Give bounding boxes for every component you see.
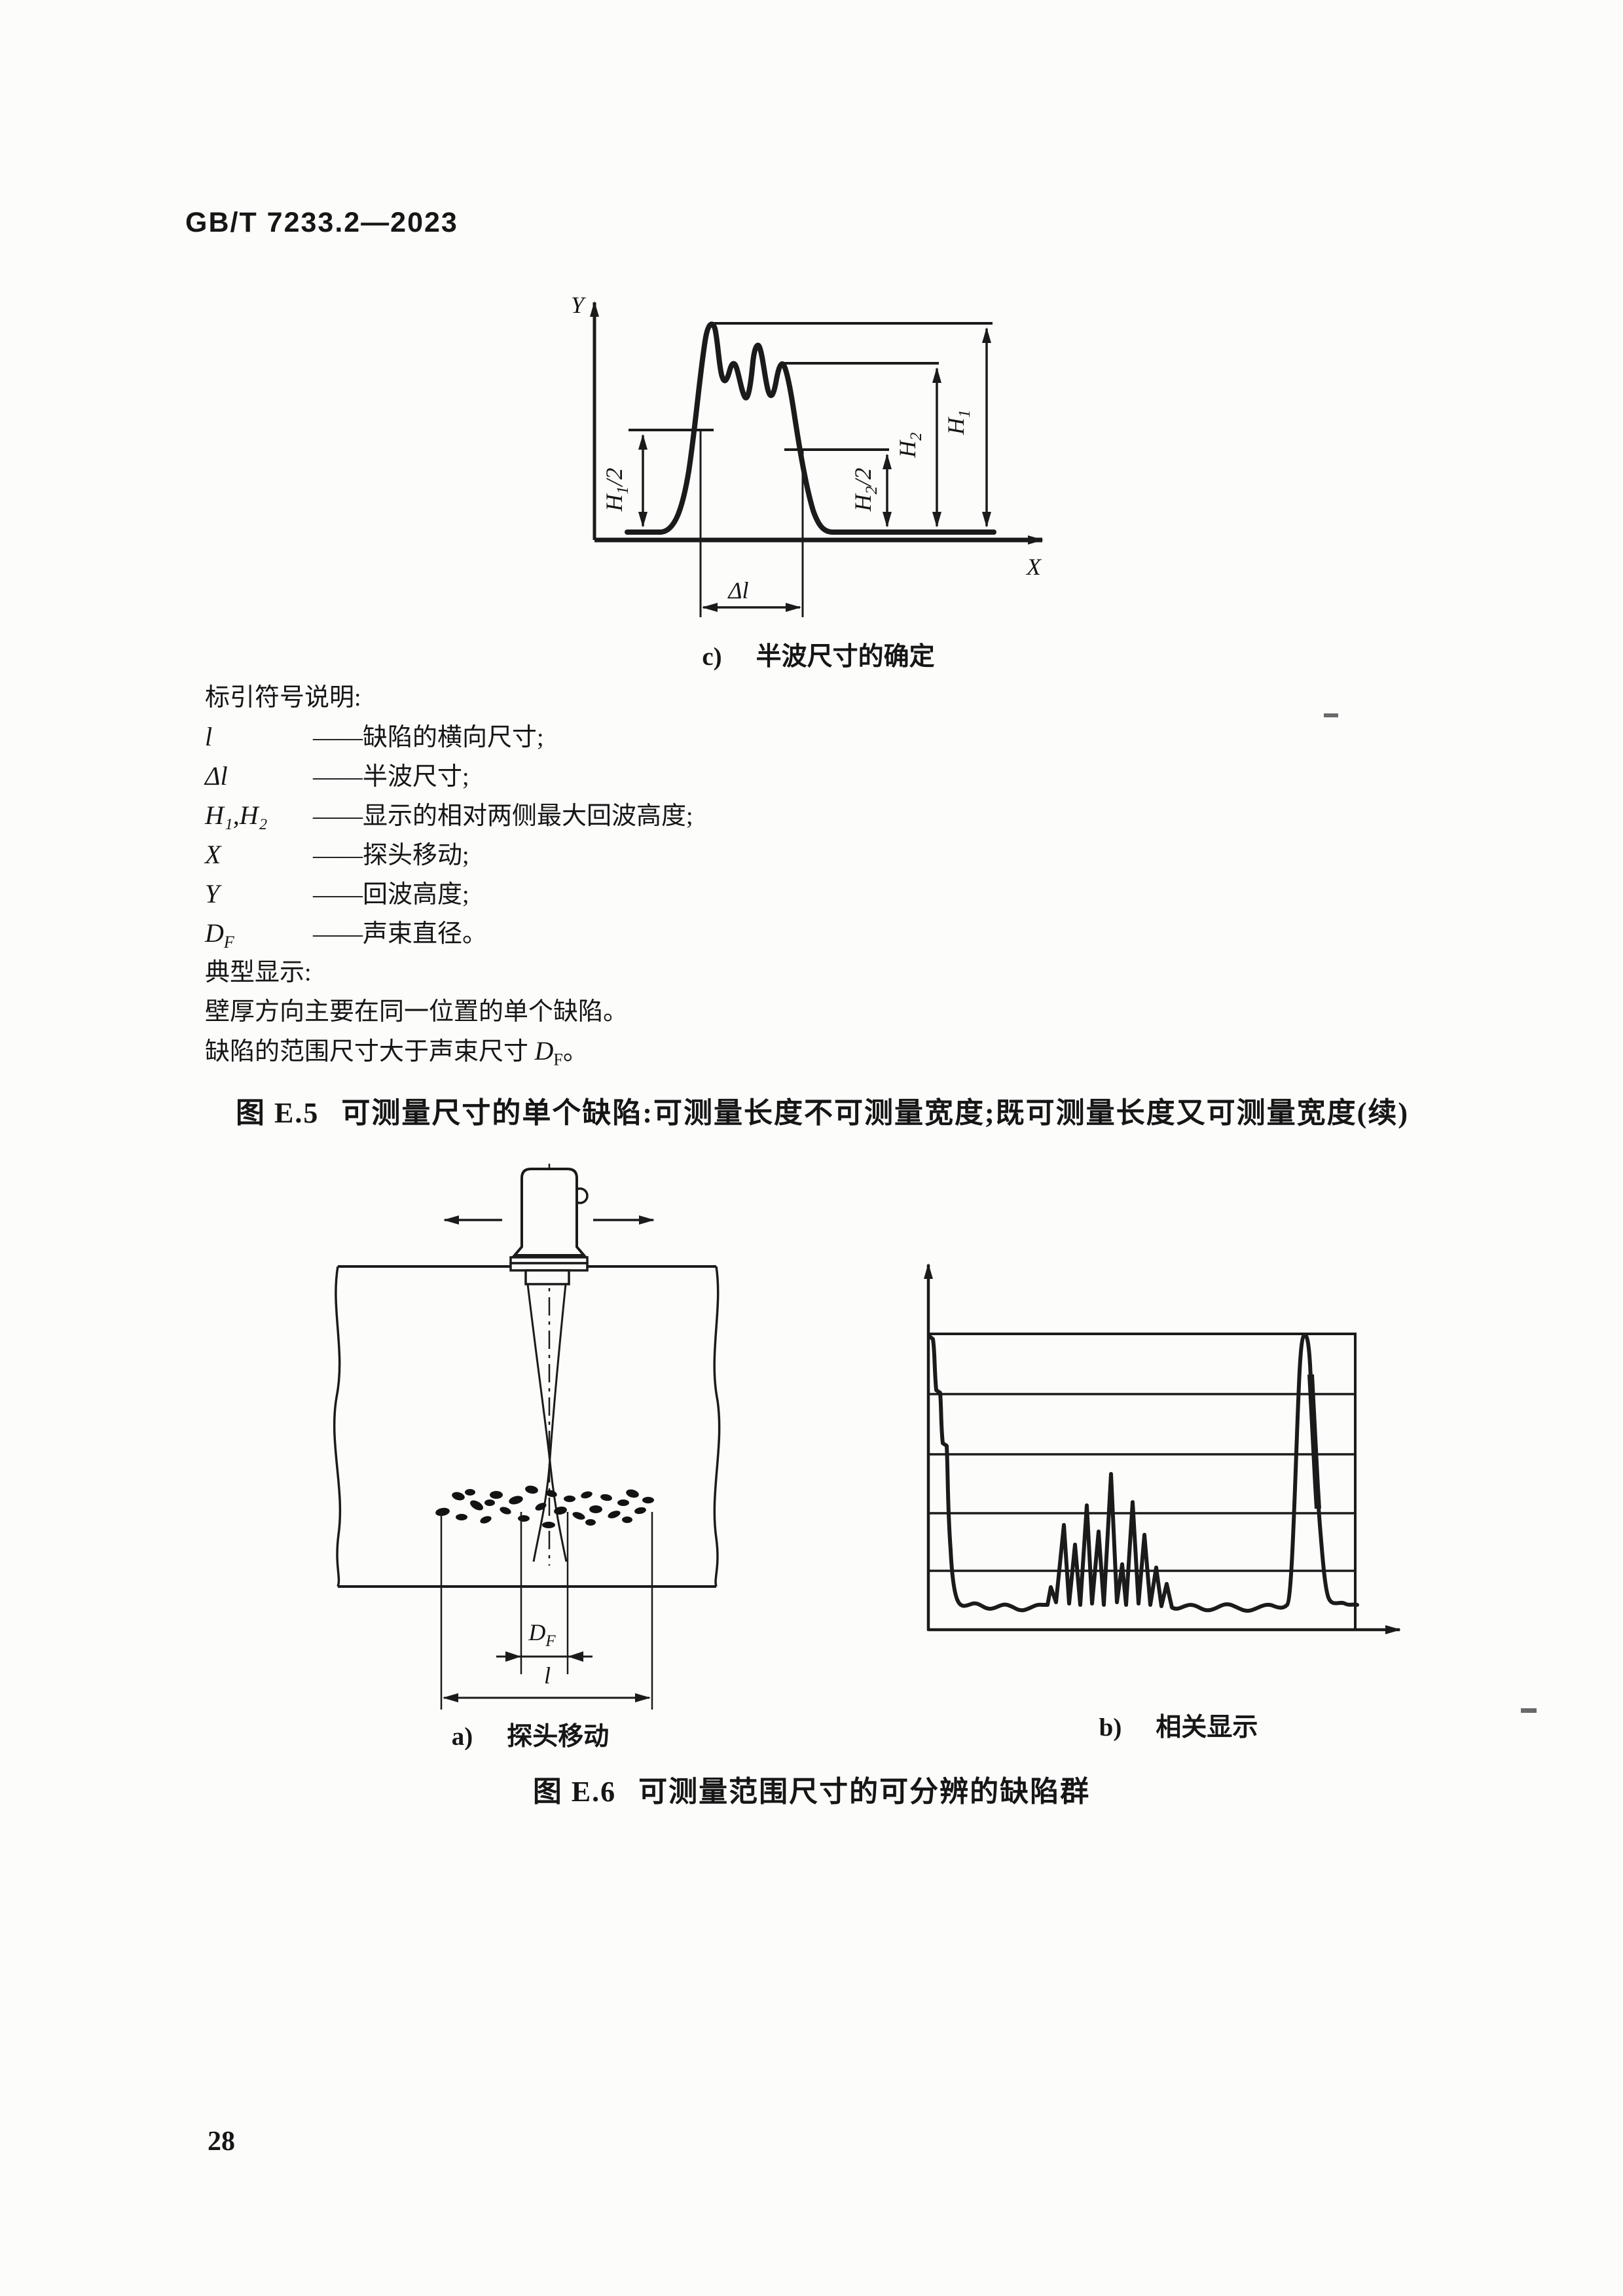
- h2-half-label: H2/2: [850, 468, 881, 512]
- legend-item-y: Y ——回波高度;: [205, 874, 1449, 914]
- h1-half-label: H1/2: [601, 468, 632, 512]
- defect-cluster: [435, 1485, 654, 1528]
- legend: 标引符号说明: l ——缺陷的横向尺寸; Δl ——半波尺寸; H₁,H₂ ——…: [205, 678, 1449, 1071]
- df-arrow-left: [505, 1651, 521, 1662]
- scan-artifact-dash-1: [1324, 713, 1338, 717]
- figure-c-diagram: Y X Δl H1/2 H2/2 H2 H1: [571, 292, 1044, 617]
- scan-artifact-dash-2: [1521, 1708, 1537, 1713]
- symbol-y: Y: [205, 879, 220, 908]
- symbol-l: l: [205, 722, 213, 751]
- df-arrow-right: [568, 1651, 583, 1662]
- figure-c-caption-prefix: c): [702, 643, 722, 671]
- screen-trace: [928, 1333, 1359, 1613]
- beam-edge-left: [526, 1283, 568, 1562]
- figure-b-caption: b)相关显示: [1099, 1713, 1258, 1742]
- x-axis-label: X: [1025, 554, 1042, 580]
- h1-label: H1: [943, 410, 974, 436]
- legend-item-l: l ——缺陷的横向尺寸;: [205, 717, 1449, 757]
- beam-edge-right: [532, 1283, 567, 1562]
- typical-display-title: 典型显示:: [205, 959, 312, 986]
- probe-body: [511, 1168, 587, 1257]
- h2-label: H2: [894, 433, 925, 459]
- legend-item-x: X ——探头移动;: [205, 835, 1449, 874]
- symbol-x: X: [205, 840, 221, 869]
- symbol-delta-l: Δl: [205, 761, 228, 791]
- page-number: 28: [208, 2126, 235, 2157]
- df-label: DF: [528, 1619, 556, 1650]
- document-number: GB/T 7233.2—2023: [185, 207, 458, 238]
- symbol-df: DF: [205, 918, 234, 952]
- legend-item-delta-l: Δl ——半波尺寸;: [205, 757, 1449, 796]
- block-left-break-line: [333, 1266, 342, 1587]
- symbol-h1-h2: H₁,H₂: [205, 800, 268, 830]
- figure-c-caption: c)半波尺寸的确定: [702, 643, 935, 671]
- screen-trace-echo-double: [1307, 1374, 1321, 1509]
- block-right-break-line: [713, 1266, 721, 1587]
- y-axis-label: Y: [571, 292, 587, 318]
- probe-contact-shoe: [524, 1269, 570, 1285]
- legend-item-df: DF ——声束直径。: [205, 914, 1449, 953]
- delta-l-label: Δl: [727, 577, 748, 603]
- legend-item-h1-h2: H₁,H₂ ——显示的相对两侧最大回波高度;: [205, 796, 1449, 835]
- typical-line-2: 缺陷的范围尺寸大于声束尺寸 DF。: [205, 1036, 588, 1069]
- figure-b-diagram: [924, 1263, 1401, 1634]
- screen-frame: [927, 1333, 1357, 1631]
- figure-a-caption: a)探头移动: [451, 1723, 610, 1751]
- legend-title: 标引符号说明:: [205, 684, 361, 711]
- l-label: l: [544, 1662, 551, 1689]
- echo-waveform: [625, 321, 996, 535]
- typical-line-1: 壁厚方向主要在同一位置的单个缺陷。: [205, 998, 629, 1026]
- figure-a-diagram: DF l: [333, 1164, 721, 1710]
